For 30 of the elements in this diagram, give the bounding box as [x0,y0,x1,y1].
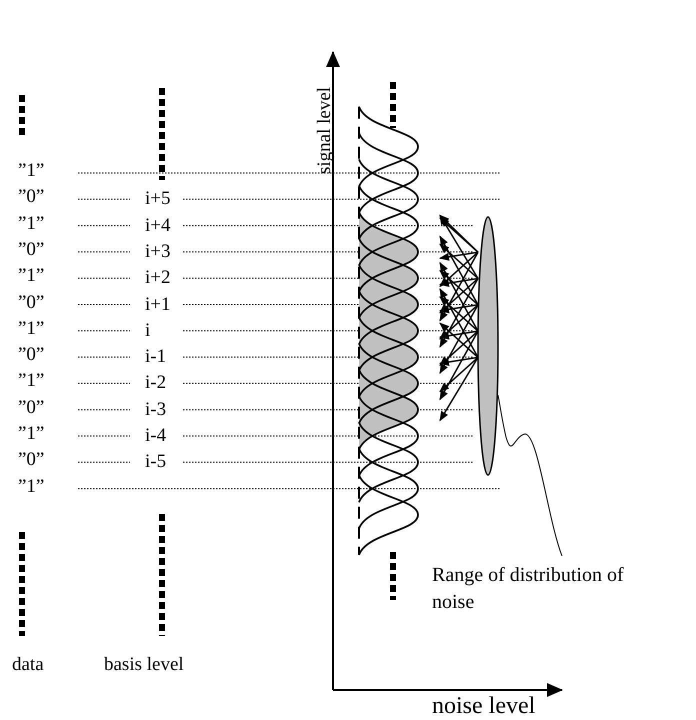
basis-level-label: i+2 [145,267,170,290]
data-value: ”1” [18,160,44,182]
data-value: ”0” [18,344,44,366]
basis-level-label: i-5 [145,451,166,474]
basis-level-label: i-3 [145,398,166,421]
data-value: ”1” [18,265,44,288]
basis-level-label: i-2 [145,372,166,394]
data-value: ”0” [18,238,44,261]
basis-level-label: i+5 [145,188,170,210]
basis-level-label: i-1 [145,346,166,368]
data-value: ”1” [18,423,44,445]
basis-level-label: i+3 [145,240,170,263]
data-value: ”1” [18,476,44,498]
axis-label: data [12,654,44,676]
data-value: ”0” [18,186,44,208]
axis-label: basis level [104,654,184,676]
basis-level-label: i [145,320,150,342]
data-value: ”1” [18,318,44,340]
noise-range-ellipse [477,216,499,476]
data-value: ”1” [18,370,44,392]
data-value: ”0” [18,396,44,419]
data-value: ”0” [18,292,44,314]
leader-line [498,394,562,556]
basis-level-label: i+1 [145,294,170,316]
basis-level-label: i-4 [145,425,166,447]
callout-text: Range of distribution of noise [432,562,632,616]
data-value: ”0” [18,449,44,472]
data-value: ”1” [18,212,44,235]
basis-level-label: i+4 [145,214,170,237]
axis-label: noise level [432,692,536,720]
